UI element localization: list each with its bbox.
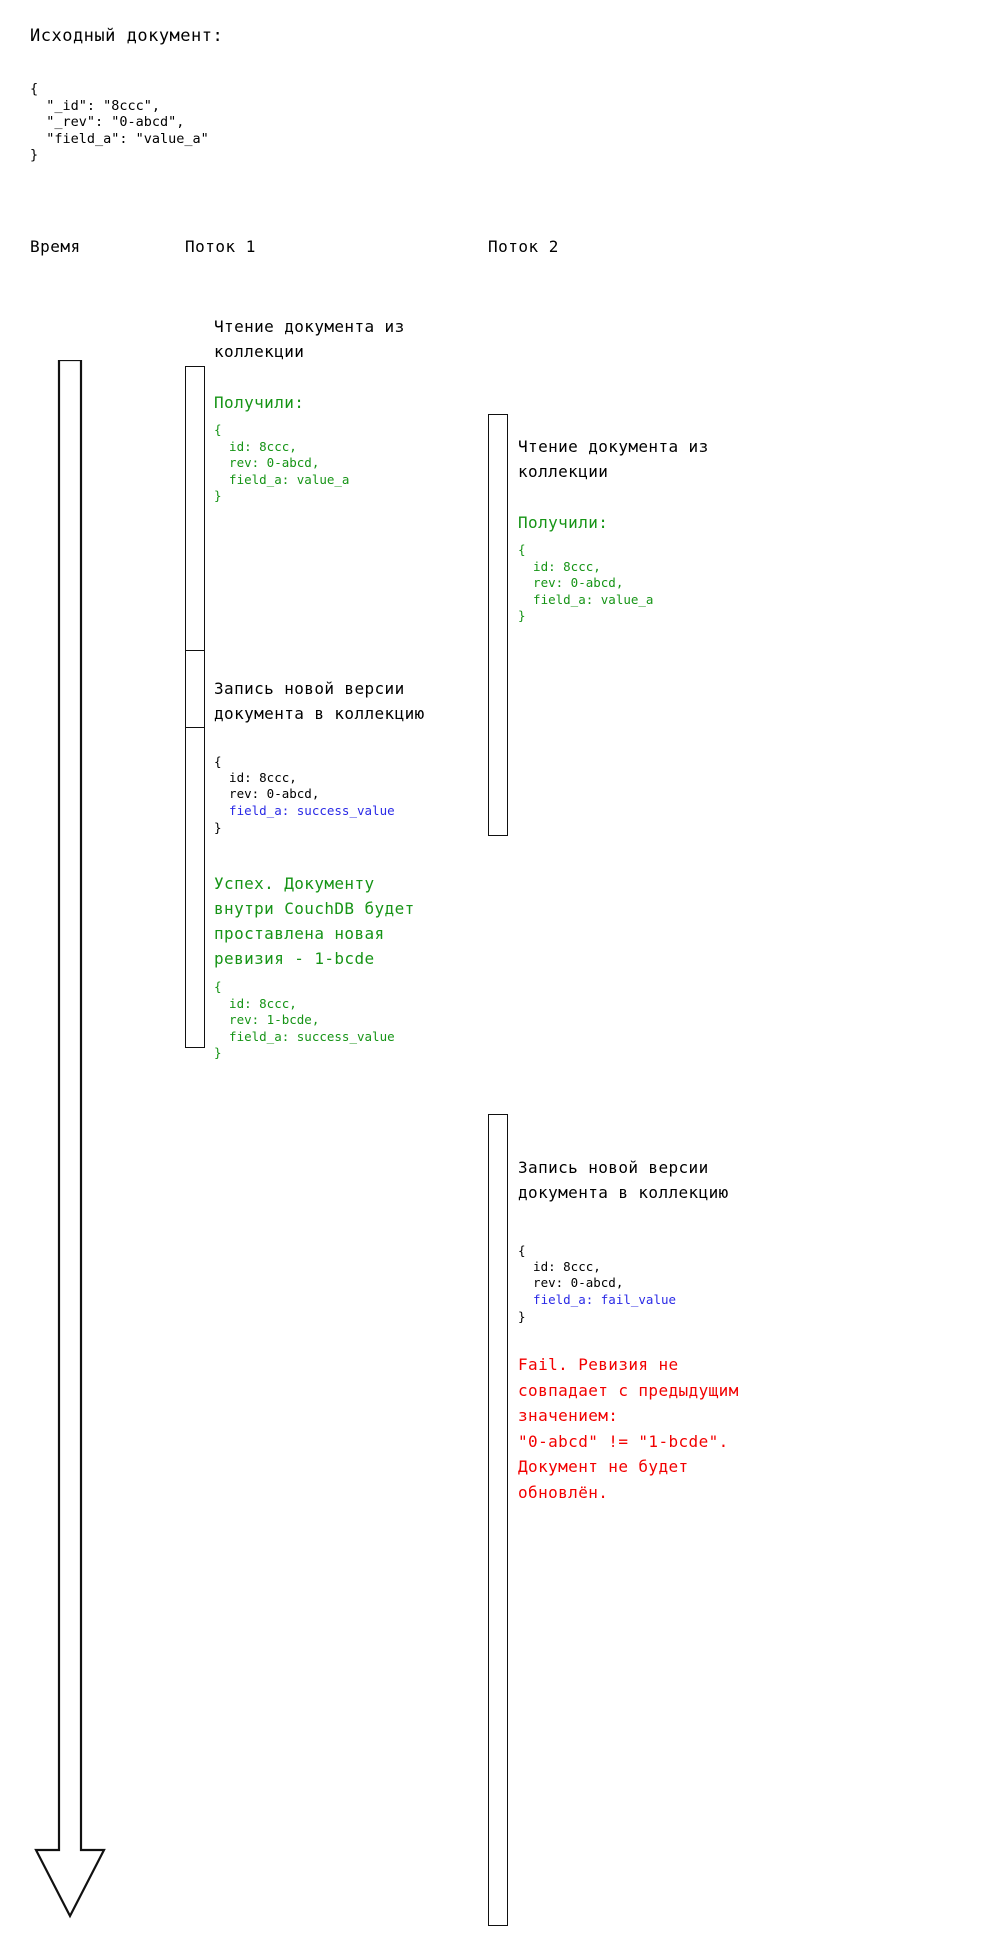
thread2-step1-result-json: { id: 8ccc, rev: 0-abcd, field_a: value_…: [518, 542, 654, 623]
thread1-step1-bracket: [185, 366, 205, 728]
thread2-step2-payload-id: id: 8ccc,: [518, 1259, 601, 1274]
thread2-step2-payload-open: {: [518, 1243, 526, 1258]
thread2-step1-bracket: [488, 414, 508, 836]
thread1-step2-outcome: Успех. Документу внутри CouchDB будет пр…: [214, 874, 415, 968]
source-document-json: { "_id": "8ccc", "_rev": "0-abcd", "fiel…: [30, 81, 209, 163]
thread1-step2-payload-id: id: 8ccc,: [214, 770, 297, 785]
thread2-step2-payload-field: field_a: fail_value: [518, 1292, 677, 1307]
column-header-thread-2: Поток 2: [488, 237, 559, 256]
thread1-step2-outcome-json: { id: 8ccc, rev: 1-bcde, field_a: succes…: [214, 979, 395, 1060]
thread1-step2-payload-field: field_a: success_value: [214, 803, 395, 818]
thread1-step1-heading: Чтение документа из коллекции: [214, 317, 405, 361]
source-document-title: Исходный документ:: [30, 26, 224, 46]
thread1-step2-payload-close: }: [214, 820, 222, 835]
thread1-step2-bracket: [185, 650, 205, 1048]
time-axis-arrow-icon: [34, 360, 106, 1919]
thread1-step1-result-label: Получили:: [214, 393, 305, 412]
thread2-step2-bracket: [488, 1114, 508, 1926]
thread2-step1-heading: Чтение документа из коллекции: [518, 437, 709, 481]
column-header-time: Время: [30, 237, 81, 256]
thread2-step2-heading: Запись новой версии документа в коллекци…: [518, 1158, 729, 1202]
column-header-thread-1: Поток 1: [185, 237, 256, 256]
thread2-step1-result-label: Получили:: [518, 513, 609, 532]
thread1-step2-payload-rev: rev: 0-abcd,: [214, 786, 320, 801]
thread1-step2-payload-open: {: [214, 754, 222, 769]
thread2-step2-payload-close: }: [518, 1309, 526, 1324]
thread2-step2-payload-rev: rev: 0-abcd,: [518, 1275, 624, 1290]
thread1-step1-result-json: { id: 8ccc, rev: 0-abcd, field_a: value_…: [214, 422, 350, 503]
thread2-step2-outcome: Fail. Ревизия не совпадает с предыдущим …: [518, 1355, 739, 1502]
thread1-step2-heading: Запись новой версии документа в коллекци…: [214, 679, 425, 723]
